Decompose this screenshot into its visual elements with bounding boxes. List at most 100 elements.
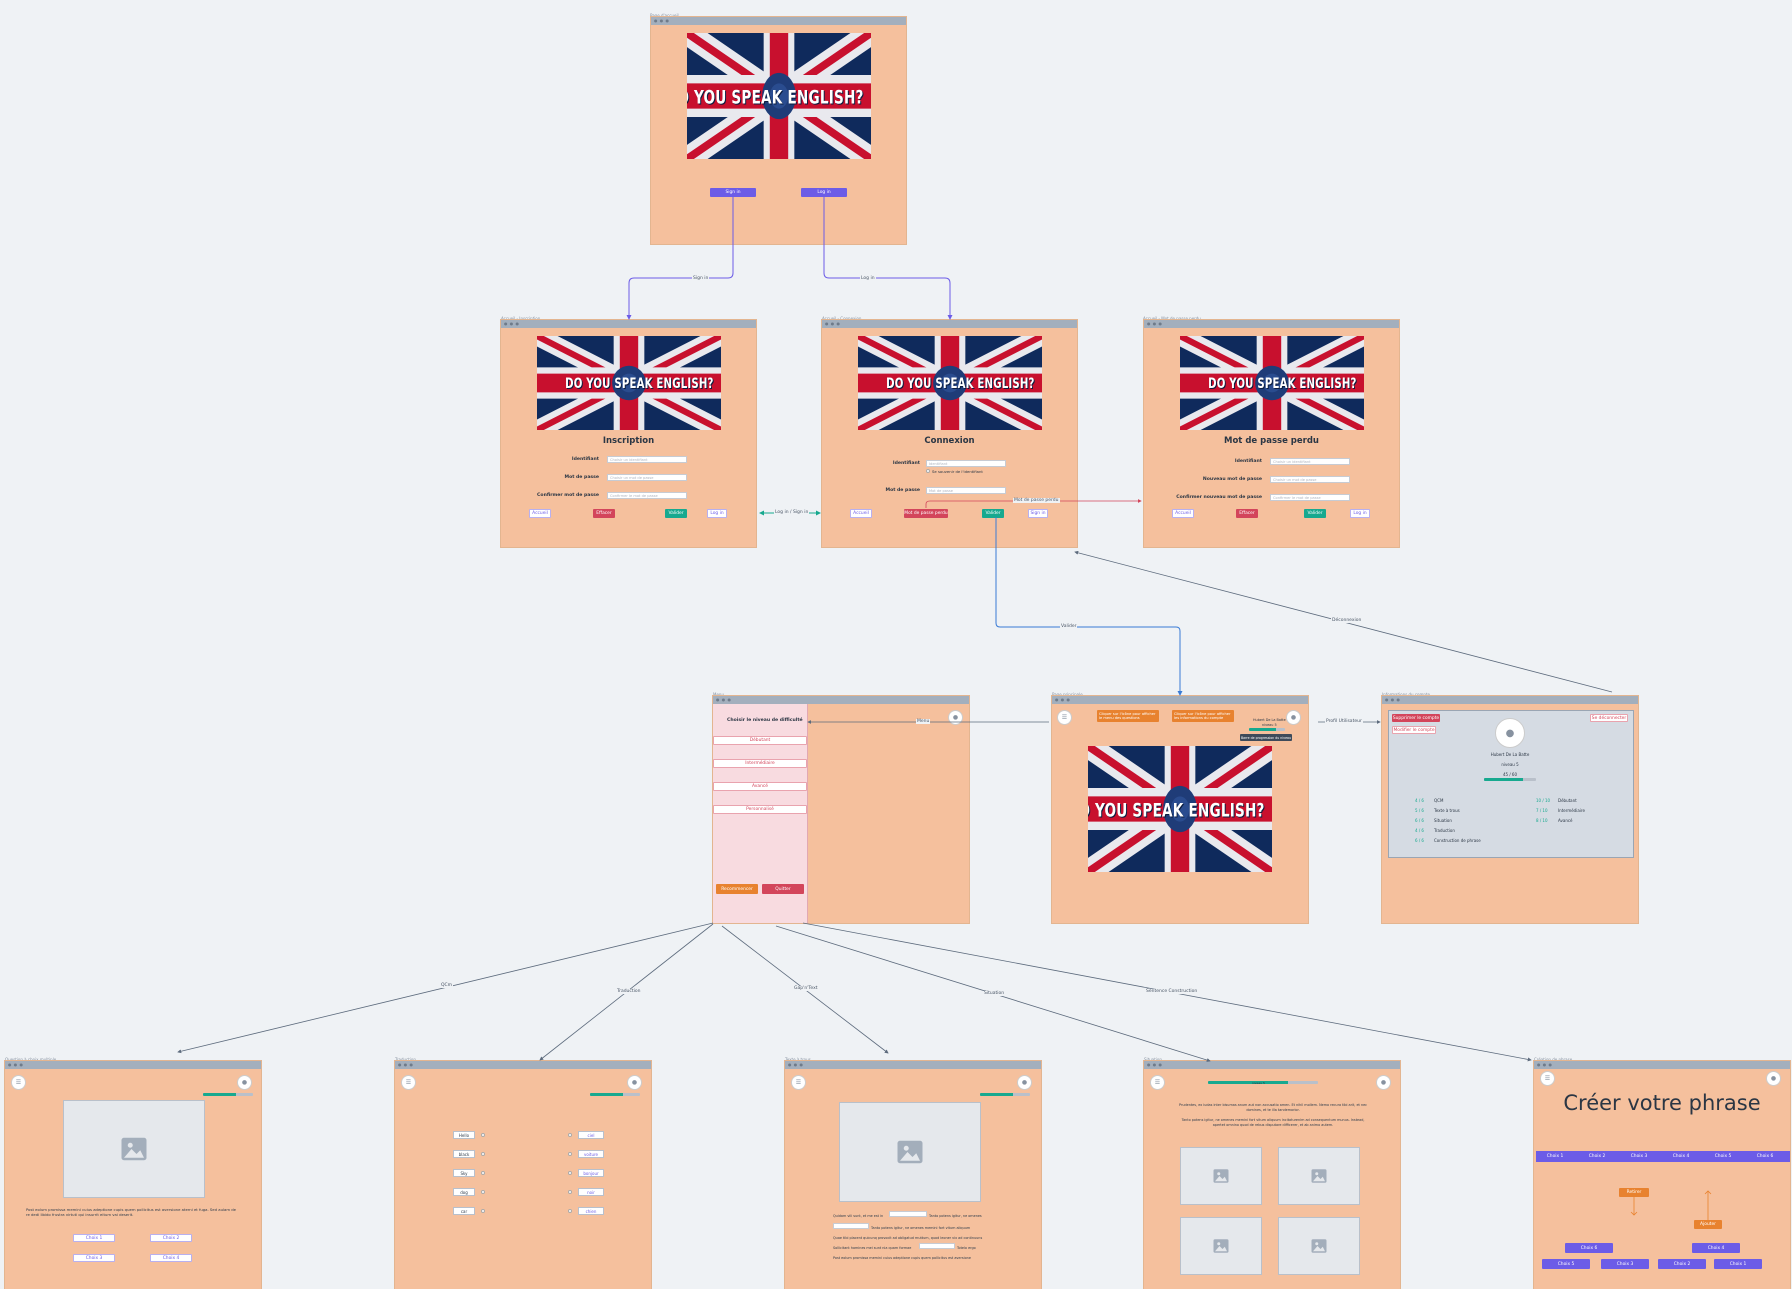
log-in-button[interactable]: Log in [801, 188, 847, 197]
choice-3-button[interactable]: Choix 3 [73, 1254, 115, 1262]
validate-button[interactable]: Valider [982, 509, 1004, 518]
choice-1-button[interactable]: Choix 1 [73, 1234, 115, 1242]
frame-bar: ● ● ● [1382, 696, 1638, 704]
user-icon[interactable]: ● [1286, 710, 1301, 725]
link-dot[interactable] [568, 1190, 572, 1194]
top-choice[interactable]: Choix 6 [1756, 1154, 1774, 1159]
gap-select-1[interactable] [889, 1211, 927, 1217]
user-icon[interactable]: ● [1766, 1071, 1781, 1086]
link-dot[interactable] [481, 1190, 485, 1194]
restart-button[interactable]: Recommencer [716, 884, 758, 894]
level-custom[interactable]: Personnalisé [713, 805, 807, 814]
link-dot[interactable] [481, 1171, 485, 1175]
password-input[interactable]: Choisir un mot de passe [607, 474, 687, 481]
confirm-password-input[interactable]: Confirmer le mot de passe [607, 492, 687, 499]
user-icon[interactable]: ● [237, 1075, 252, 1090]
link-dot[interactable] [568, 1152, 572, 1156]
password-input[interactable]: Mot de passe [926, 487, 1006, 494]
question-text: Post eolum promissa memini cuius adeptio… [26, 1207, 237, 1217]
choice-2-button[interactable]: Choix 2 [150, 1234, 192, 1242]
target-word[interactable]: bonjour [578, 1169, 604, 1177]
confirm-new-password-input[interactable]: Confirmer le mot de passe [1270, 494, 1350, 501]
target-word[interactable]: ciel [578, 1131, 604, 1139]
placed-choice[interactable]: Choix 4 [1692, 1243, 1740, 1253]
quit-button[interactable]: Quitter [762, 884, 804, 894]
clear-button[interactable]: Effacer [1236, 509, 1258, 518]
sentence-choice[interactable]: Choix 5 [1542, 1259, 1590, 1269]
source-word[interactable]: Hello [453, 1131, 475, 1139]
identifiant-input[interactable]: Choisir un identifiant [1270, 458, 1350, 465]
gap-select-2[interactable] [833, 1223, 869, 1229]
image-icon[interactable] [1180, 1147, 1262, 1205]
link-dot[interactable] [481, 1133, 485, 1137]
source-word[interactable]: car [453, 1207, 475, 1215]
level-beginner[interactable]: Débutant [713, 736, 807, 745]
stat-key: Situation [1434, 818, 1452, 823]
link-dot[interactable] [481, 1209, 485, 1213]
user-icon[interactable]: ● [948, 710, 963, 725]
home-button[interactable]: Accueil [1172, 509, 1194, 518]
validate-button[interactable]: Valider [665, 509, 687, 518]
validate-button[interactable]: Valider [1304, 509, 1326, 518]
remember-checkbox[interactable] [926, 469, 930, 473]
sentence-choice[interactable]: Choix 2 [1658, 1259, 1706, 1269]
field-label: Mot de passe [885, 488, 921, 493]
source-word[interactable]: Sky [453, 1169, 475, 1177]
sign-in-button[interactable]: Sign in [1028, 509, 1048, 518]
target-word[interactable]: chien [578, 1207, 604, 1215]
home-button[interactable]: Accueil [529, 509, 551, 518]
target-word[interactable]: noir [578, 1188, 604, 1196]
menu-icon[interactable]: ☰ [1057, 710, 1072, 725]
sign-in-button[interactable]: Sign in [710, 188, 756, 197]
link-dot[interactable] [568, 1133, 572, 1137]
logout-button[interactable]: Se déconnecter [1590, 714, 1628, 722]
frame-lost-password: ● ● ● DO YOU SPEAK ENGLISH? Mot de passe… [1144, 320, 1399, 547]
log-in-button[interactable]: Log in [1350, 509, 1370, 518]
choice-4-button[interactable]: Choix 4 [150, 1254, 192, 1262]
text-line-1: Quidam vili sunt, et me est in [833, 1214, 884, 1218]
stat-value: 8 / 10 [1536, 818, 1548, 823]
add-button[interactable]: Ajouter [1694, 1220, 1722, 1229]
top-choice[interactable]: Choix 4 [1672, 1154, 1690, 1159]
lost-password-button[interactable]: Mot de passe perdu [904, 509, 948, 518]
user-icon[interactable]: ● [1017, 1075, 1032, 1090]
menu-icon[interactable]: ☰ [1540, 1071, 1555, 1086]
profile-name: Hubert De La Batte [1490, 752, 1530, 757]
top-choice[interactable]: Choix 5 [1714, 1154, 1732, 1159]
home-button[interactable]: Accueil [850, 509, 872, 518]
new-password-input[interactable]: Choisir un mot de passe [1270, 476, 1350, 483]
link-dot[interactable] [481, 1152, 485, 1156]
level-advanced[interactable]: Avancé [713, 782, 807, 791]
clear-button[interactable]: Effacer [593, 509, 615, 518]
page-title: Inscription [602, 436, 655, 446]
level-intermediate[interactable]: Intermédiaire [713, 759, 807, 768]
source-word[interactable]: dog [453, 1188, 475, 1196]
image-icon[interactable] [1278, 1217, 1360, 1275]
link-dot[interactable] [568, 1209, 572, 1213]
image-icon[interactable] [1278, 1147, 1360, 1205]
menu-icon[interactable]: ☰ [401, 1075, 416, 1090]
remove-button[interactable]: Retirer [1619, 1188, 1649, 1197]
identifiant-input[interactable]: Identifiant [926, 460, 1006, 467]
sentence-choice[interactable]: Choix 1 [1714, 1259, 1762, 1269]
user-icon[interactable]: ● [1376, 1075, 1391, 1090]
menu-icon[interactable]: ☰ [11, 1075, 26, 1090]
source-word[interactable]: black [453, 1150, 475, 1158]
top-choice[interactable]: Choix 2 [1588, 1154, 1606, 1159]
flag-image: DO YOU SPEAK ENGLISH? [687, 33, 871, 159]
user-icon[interactable]: ● [627, 1075, 642, 1090]
edit-account-button[interactable]: Modifier le compte [1392, 726, 1436, 734]
identifiant-input[interactable]: Choisir un identifiant [607, 456, 687, 463]
top-choice[interactable]: Choix 3 [1630, 1154, 1648, 1159]
link-dot[interactable] [568, 1171, 572, 1175]
gap-select-3[interactable] [919, 1243, 955, 1249]
menu-icon[interactable]: ☰ [1150, 1075, 1165, 1090]
placed-choice[interactable]: Choix 6 [1565, 1243, 1613, 1253]
sentence-choice[interactable]: Choix 3 [1601, 1259, 1649, 1269]
target-word[interactable]: voiture [578, 1150, 604, 1158]
delete-account-button[interactable]: Supprimer le compte [1392, 714, 1440, 722]
top-choice[interactable]: Choix 1 [1546, 1154, 1564, 1159]
log-in-button[interactable]: Log in [707, 509, 727, 518]
menu-icon[interactable]: ☰ [791, 1075, 806, 1090]
image-icon[interactable] [1180, 1217, 1262, 1275]
